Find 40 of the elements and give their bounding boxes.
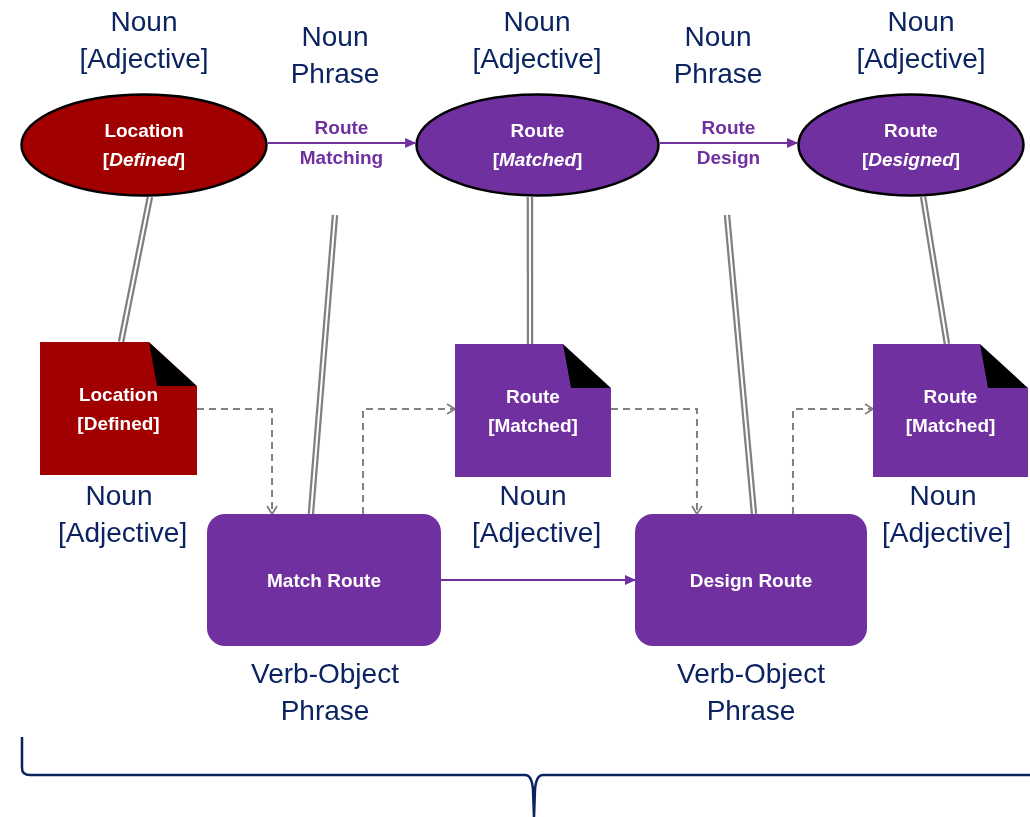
ellipse-node	[797, 93, 1025, 197]
double-line	[117, 196, 154, 343]
grammar-label: Noun [Adjective]	[881, 479, 1013, 550]
double-line	[307, 214, 339, 515]
arrow	[362, 403, 456, 515]
double-line	[723, 214, 758, 515]
grammar-label: Verb-Object Phrase	[676, 657, 826, 728]
ellipse-node	[415, 93, 660, 197]
document-shape	[455, 344, 611, 477]
arrow	[196, 408, 278, 515]
grammar-label: Noun [Adjective]	[471, 5, 603, 76]
node-text: Location [Defined]	[101, 119, 187, 172]
grammar-label: Noun Phrase	[672, 20, 764, 91]
edge-label: Route Design	[695, 115, 762, 170]
process-box	[635, 514, 867, 646]
arrow	[440, 575, 636, 585]
ellipse-node	[20, 93, 268, 197]
double-line	[526, 196, 534, 344]
grammar-label: Noun Phrase	[289, 20, 381, 91]
grammar-label: Noun [Adjective]	[57, 479, 189, 550]
node-text: Match Route	[267, 568, 381, 593]
arrow	[658, 137, 799, 148]
document-shape	[40, 342, 197, 475]
arrow	[610, 408, 703, 515]
node-text: Design Route	[689, 568, 813, 593]
edge-label: Route Matching	[298, 115, 385, 170]
node-text: Route [Matched]	[491, 119, 584, 172]
process-box	[207, 514, 441, 646]
node-text: Route [Designed]	[860, 119, 962, 172]
grammar-label: Verb-Object Phrase	[250, 657, 400, 728]
node-text: Route [Matched]	[487, 384, 579, 438]
grammar-label: Noun [Adjective]	[78, 5, 210, 76]
arrow	[266, 137, 417, 148]
node-text: Location [Defined]	[76, 382, 161, 436]
double-line	[919, 196, 951, 345]
arrow	[792, 403, 874, 515]
node-text: Route [Matched]	[904, 384, 997, 438]
document-shape	[873, 344, 1028, 477]
grammar-label: Noun [Adjective]	[855, 5, 987, 76]
grammar-label: Noun [Adjective]	[471, 479, 603, 550]
